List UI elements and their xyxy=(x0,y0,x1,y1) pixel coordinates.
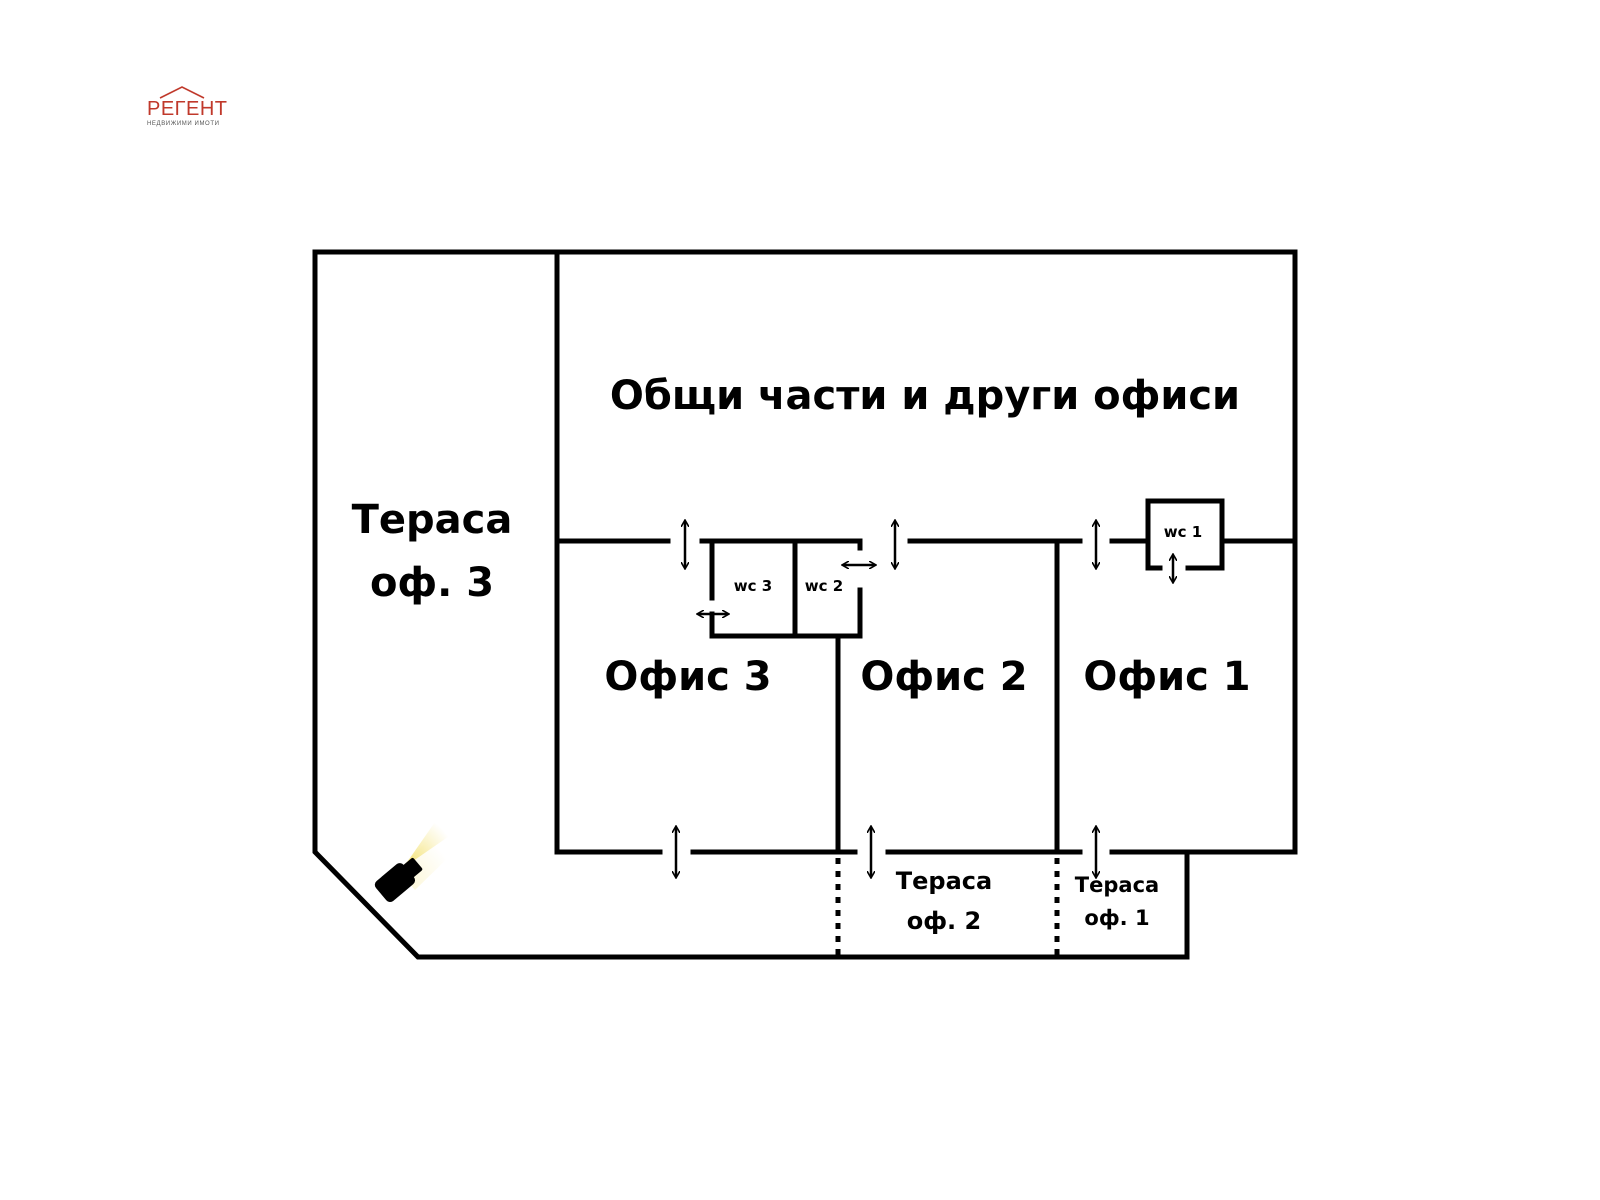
terrace-2-label-line2: оф. 2 xyxy=(907,907,981,935)
logo-roof-icon xyxy=(159,86,205,99)
wc-1-label: wc 1 xyxy=(1164,523,1202,541)
camera-icon xyxy=(374,812,458,903)
terrace-1-label-line2: оф. 1 xyxy=(1084,906,1149,930)
office-3-label: Офис 3 xyxy=(604,654,771,700)
wc3-wc2-walls xyxy=(709,538,863,639)
wc-2-label: wc 2 xyxy=(805,577,843,595)
terrace-3-label-line1: Тераса xyxy=(352,497,513,543)
terrace-3-label-line2: оф. 3 xyxy=(370,560,494,606)
wc-3-label: wc 3 xyxy=(734,577,772,595)
wc1-walls xyxy=(1145,498,1225,571)
outer-wall xyxy=(312,249,1298,960)
terrace-1-label-line1: Тераса xyxy=(1075,873,1159,897)
logo-name: РЕГЕНТ xyxy=(147,98,228,120)
room-labels: Общи части и други офиси Тераса оф. 3 Оф… xyxy=(352,373,1251,935)
walls xyxy=(312,249,1298,960)
office-2-label: Офис 2 xyxy=(860,654,1027,700)
door-arrows xyxy=(676,521,1173,877)
common-areas-label: Общи части и други офиси xyxy=(610,373,1240,419)
office-1-label: Офис 1 xyxy=(1083,654,1250,700)
logo-tagline: НЕДВИЖИМИ ИМОТИ xyxy=(147,121,220,127)
company-logo: РЕГЕНТ НЕДВИЖИМИ ИМОТИ xyxy=(147,86,228,127)
terrace-2-label-line1: Тераса xyxy=(896,867,992,895)
